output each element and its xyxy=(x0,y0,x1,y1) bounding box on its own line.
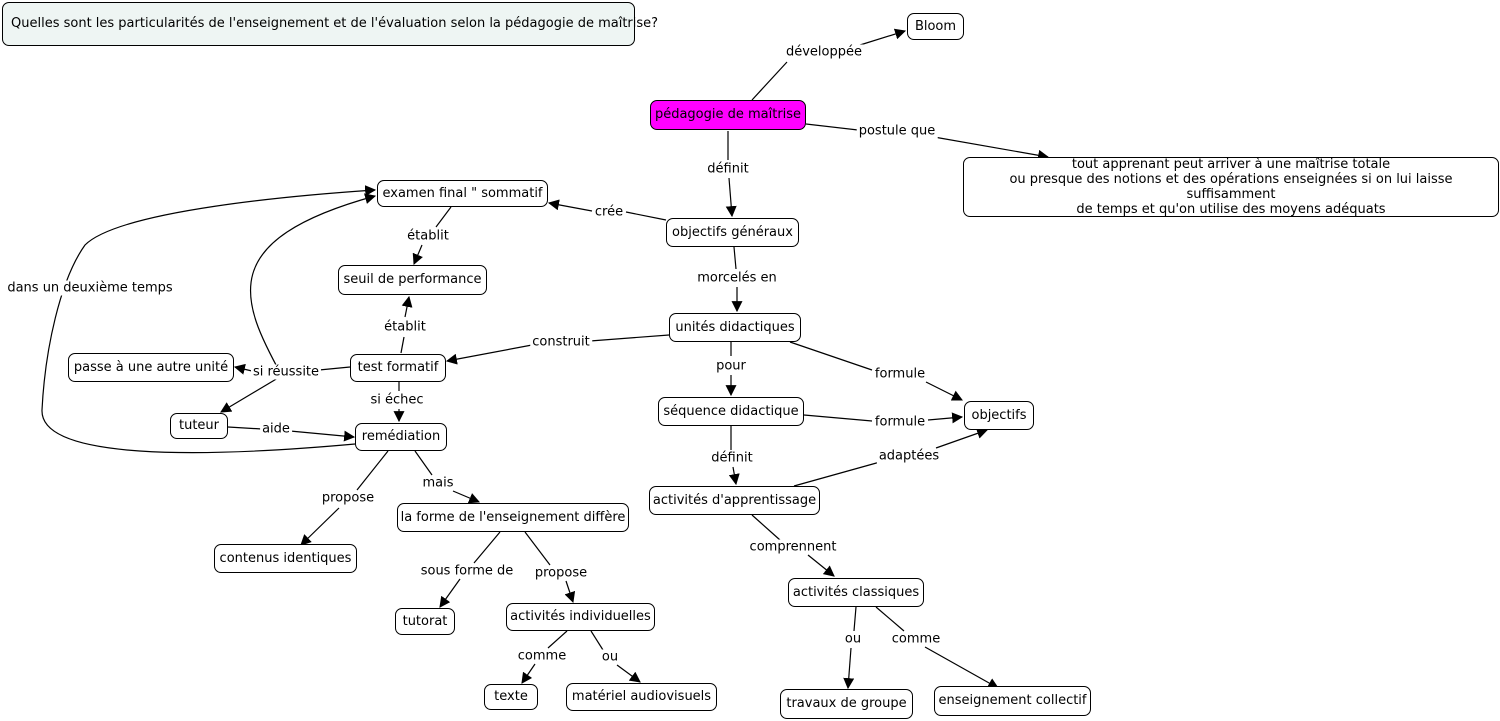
link-comme-2: comme xyxy=(889,631,943,647)
edge-comme2-collectif xyxy=(924,646,999,689)
node-texte[interactable]: texte xyxy=(484,684,538,710)
edge-definit-objgen xyxy=(725,177,737,218)
edge-etablit-seuil xyxy=(412,244,423,266)
edge-propose2-actind xyxy=(564,580,576,604)
link-si-echec: si échec xyxy=(368,392,426,408)
link-dans-un-deuxieme-temps: dans un deuxième temps xyxy=(5,280,175,296)
node-examen-final[interactable]: examen final " sommatif xyxy=(377,180,548,207)
edge-objgen-cree xyxy=(625,211,667,221)
node-passe-autre-unite[interactable]: passe à une autre unité xyxy=(68,353,234,382)
link-morceles-en: morcelés en xyxy=(695,270,779,286)
edge-etablit2-seuil xyxy=(401,295,413,318)
edge-actind-ou1 xyxy=(590,630,604,651)
node-forme-enseignement[interactable]: la forme de l'enseignement diffère xyxy=(397,503,629,532)
link-definit-2: définit xyxy=(709,450,755,466)
edge-forme-sousforme xyxy=(473,531,501,564)
edge-sireussite-examen xyxy=(249,193,377,377)
edge-activites-comprennent xyxy=(751,514,781,541)
edge-objgen-morceles xyxy=(733,246,737,270)
edge-construit-test xyxy=(445,344,533,365)
link-si-reussite: si réussite xyxy=(250,364,322,380)
edge-examen-etablit xyxy=(435,206,452,228)
edge-actind-comme1 xyxy=(547,630,568,649)
edge-unites-formule1 xyxy=(789,341,873,371)
node-objectifs[interactable]: objectifs xyxy=(964,401,1034,430)
link-definit-1: définit xyxy=(705,161,751,177)
node-tutorat[interactable]: tutorat xyxy=(395,608,455,635)
node-tuteur[interactable]: tuteur xyxy=(170,413,228,439)
edge-definit2-activites xyxy=(728,466,740,486)
link-formule-1: formule xyxy=(872,366,928,382)
node-enseignement-collectif[interactable]: enseignement collectif xyxy=(934,686,1091,716)
link-construit: construit xyxy=(530,334,592,350)
node-test-formatif[interactable]: test formatif xyxy=(350,354,446,382)
edge-sousforme-tutorat xyxy=(439,578,461,608)
node-remediation[interactable]: remédiation xyxy=(355,423,447,451)
edge-remediation-propose1 xyxy=(356,450,389,491)
edge-cree-examen xyxy=(547,199,593,212)
node-contenus-identiques[interactable]: contenus identiques xyxy=(214,544,357,573)
edge-sireussite-passe xyxy=(233,363,253,375)
link-etablit-1: établit xyxy=(405,228,451,244)
edge-formule1-objectifs xyxy=(925,381,963,401)
edge-mais-forme xyxy=(452,490,481,504)
focus-question: Quelles sont les particularités de l'ens… xyxy=(2,2,658,46)
edge-classiques-ou2 xyxy=(853,606,857,632)
edge-forme-propose2 xyxy=(524,531,551,566)
link-cree: crée xyxy=(592,204,626,220)
link-aide: aide xyxy=(260,421,292,437)
link-comprennent: comprennent xyxy=(747,539,839,555)
edge-tuteur-aide xyxy=(227,426,263,430)
edge-comprennent-classiques xyxy=(807,554,835,577)
node-materiel-audiovisuels[interactable]: matériel audiovisuels xyxy=(566,683,717,711)
edge-remediation-examen xyxy=(41,185,377,454)
node-sequence-didactique[interactable]: séquence didactique xyxy=(658,397,804,426)
edge-test-etablit2 xyxy=(400,336,405,354)
edge-unites-construit xyxy=(589,334,670,342)
link-adaptees: adaptées xyxy=(876,448,942,464)
link-propose-2: propose xyxy=(532,565,590,581)
node-activites-individuelles[interactable]: activités individuelles xyxy=(506,603,655,631)
node-objectifs-generaux[interactable]: objectifs généraux xyxy=(666,218,799,247)
link-ou-1: ou xyxy=(599,649,621,665)
link-ou-2: ou xyxy=(842,631,864,647)
edge-ou2-travaux xyxy=(843,647,855,690)
node-seuil-de-performance[interactable]: seuil de performance xyxy=(338,265,487,295)
link-propose-1: propose xyxy=(319,490,377,506)
link-comme-1: comme xyxy=(515,648,569,664)
edge-sequence-formule2 xyxy=(803,414,873,422)
node-pedagogie-de-maitrise[interactable]: pédagogie de maîtrise xyxy=(650,100,806,130)
edge-propose1-contenus xyxy=(300,507,340,546)
link-postule-que: postule que xyxy=(856,123,938,139)
edge-test-sireussite xyxy=(318,366,351,371)
link-formule-2: formule xyxy=(872,414,928,430)
node-bloom[interactable]: Bloom xyxy=(907,13,964,40)
node-postulat[interactable]: tout apprenant peut arriver à une maîtri… xyxy=(963,157,1499,217)
node-activites-classiques[interactable]: activités classiques xyxy=(788,578,924,607)
link-pour: pour xyxy=(714,358,748,374)
node-unites-didactiques[interactable]: unités didactiques xyxy=(669,313,801,342)
edge-ou1-materiel xyxy=(616,664,641,683)
edge-formule2-objectifs xyxy=(927,412,964,424)
edge-aide-remediation xyxy=(289,430,356,442)
edge-sireussite-tuteur xyxy=(220,377,279,413)
edge-classiques-comme2 xyxy=(875,606,905,632)
edge-developpee-bloom xyxy=(859,28,907,46)
node-travaux-de-groupe[interactable]: travaux de groupe xyxy=(780,689,913,719)
link-sous-forme-de: sous forme de xyxy=(418,563,516,579)
edge-ped-postule xyxy=(805,123,859,131)
edge-postule-postulat xyxy=(933,136,1050,161)
link-developpee: développée xyxy=(783,44,865,60)
edge-activites-adaptees xyxy=(793,461,881,487)
edge-adaptees-objectifs xyxy=(935,428,989,449)
edge-comme1-texte xyxy=(521,663,536,684)
link-mais: mais xyxy=(420,475,456,491)
edge-ped-developpee xyxy=(751,61,788,101)
link-etablit-2: établit xyxy=(382,319,428,335)
edge-remediation-mais xyxy=(414,450,433,476)
node-activites-apprentissage[interactable]: activités d'apprentissage xyxy=(649,486,820,515)
